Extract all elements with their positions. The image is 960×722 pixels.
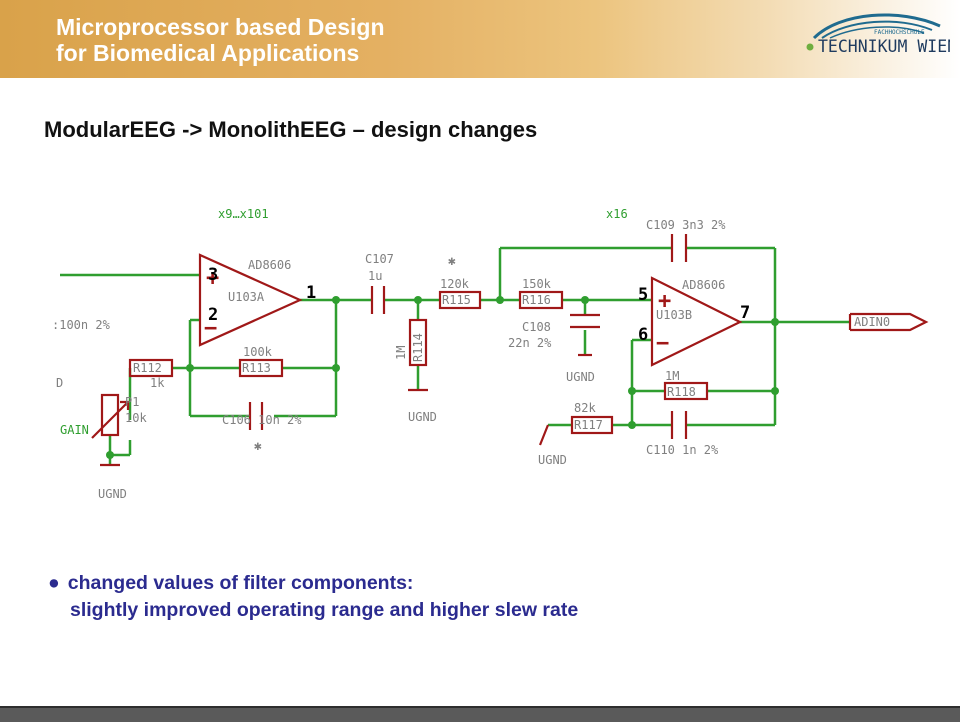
svg-text:D: D xyxy=(56,376,63,390)
pin-numbers: 3 2 1 5 6 7 xyxy=(208,265,750,345)
svg-text:+: + xyxy=(658,289,671,314)
marker-stars: ✱ ✱ xyxy=(254,254,456,454)
svg-text:R118: R118 xyxy=(667,385,696,399)
bullet-line1: changed values of filter components: xyxy=(67,572,414,594)
svg-text:R112: R112 xyxy=(133,361,162,375)
svg-text:82k: 82k xyxy=(574,401,596,415)
svg-text:U103B: U103B xyxy=(656,308,692,322)
svg-text:−: − xyxy=(656,331,669,356)
svg-text:✱: ✱ xyxy=(254,439,262,454)
svg-text:150k: 150k xyxy=(522,277,552,291)
svg-text:GAIN: GAIN xyxy=(60,423,89,437)
component-labels: C109 3n3 2% AD8606 AD8606 U103A U103B C1… xyxy=(52,218,890,501)
svg-text:U103A: U103A xyxy=(228,290,265,304)
svg-text:2: 2 xyxy=(208,305,218,325)
svg-text:R115: R115 xyxy=(442,293,471,307)
svg-text:C110 1n 2%: C110 1n 2% xyxy=(646,443,719,457)
logo-main-text: TECHNIKUM WIEN xyxy=(818,37,950,56)
svg-text:1M: 1M xyxy=(665,369,679,383)
svg-text:R114: R114 xyxy=(411,333,425,362)
schematic-parts xyxy=(91,234,929,467)
logo-small-text: FACHHOCHSCHULE xyxy=(874,29,925,36)
svg-text:22n 2%: 22n 2% xyxy=(508,336,552,350)
svg-text:+: + xyxy=(206,266,219,291)
svg-text:ADIN0: ADIN0 xyxy=(854,315,890,329)
svg-text:UGND: UGND xyxy=(408,410,437,424)
svg-text:AD8606: AD8606 xyxy=(682,278,725,292)
svg-text:5: 5 xyxy=(638,285,648,305)
svg-text:UGND: UGND xyxy=(538,453,567,467)
svg-text:1u: 1u xyxy=(368,269,382,283)
svg-text:6: 6 xyxy=(638,325,648,345)
svg-text:100k: 100k xyxy=(243,345,273,359)
header-title-line2: for Biomedical Applications xyxy=(56,40,360,66)
header-title-line1: Microprocessor based Design xyxy=(56,14,385,40)
technikum-logo: FACHHOCHSCHULE TECHNIKUM WIEN xyxy=(806,13,950,56)
svg-text:120k: 120k xyxy=(440,277,470,291)
svg-text:x9…x101: x9…x101 xyxy=(218,207,269,221)
svg-text:AD8606: AD8606 xyxy=(248,258,291,272)
bullet-dot-icon: ● xyxy=(48,572,60,594)
svg-text:R117: R117 xyxy=(574,418,603,432)
svg-text:C107: C107 xyxy=(365,252,394,266)
svg-text:−: − xyxy=(204,316,217,341)
header-bar: Microprocessor based Design for Biomedic… xyxy=(0,0,960,78)
svg-text:C108: C108 xyxy=(522,320,551,334)
svg-text:UGND: UGND xyxy=(98,487,127,501)
slide-title: ModularEEG -> MonolithEEG – design chang… xyxy=(44,117,538,142)
svg-text:3: 3 xyxy=(208,265,218,285)
bullet-list: ● changed values of filter components: sl… xyxy=(48,570,578,624)
gain-labels: x9…x101 x16 GAIN xyxy=(60,207,628,437)
bullet-item: ● changed values of filter components: xyxy=(48,570,578,597)
svg-text:R116: R116 xyxy=(522,293,551,307)
svg-text:1k: 1k xyxy=(150,376,165,390)
svg-text:R113: R113 xyxy=(242,361,271,375)
bullet-line2: slightly improved operating range and hi… xyxy=(70,599,579,621)
junction-dots xyxy=(106,296,779,459)
svg-text:C106 10n 2%: C106 10n 2% xyxy=(222,413,302,427)
svg-text:7: 7 xyxy=(740,303,750,323)
svg-text:1: 1 xyxy=(306,283,316,303)
svg-text::100n 2%: :100n 2% xyxy=(52,318,111,332)
svg-text:P1: P1 xyxy=(125,395,139,409)
svg-text:C109 3n3 2%: C109 3n3 2% xyxy=(646,218,726,232)
svg-text:10k: 10k xyxy=(125,411,147,425)
svg-text:x16: x16 xyxy=(606,207,628,221)
svg-text:UGND: UGND xyxy=(566,370,595,384)
footer-bar xyxy=(0,706,960,722)
eeg-filter-schematic: + − + − 3 2 1 5 6 7 x9…x101 x16 GAIN C109 … xyxy=(52,207,929,501)
svg-text:✱: ✱ xyxy=(448,254,456,269)
svg-text:1M: 1M xyxy=(394,346,408,360)
opamp-pin-signs: + − + − xyxy=(204,266,671,356)
